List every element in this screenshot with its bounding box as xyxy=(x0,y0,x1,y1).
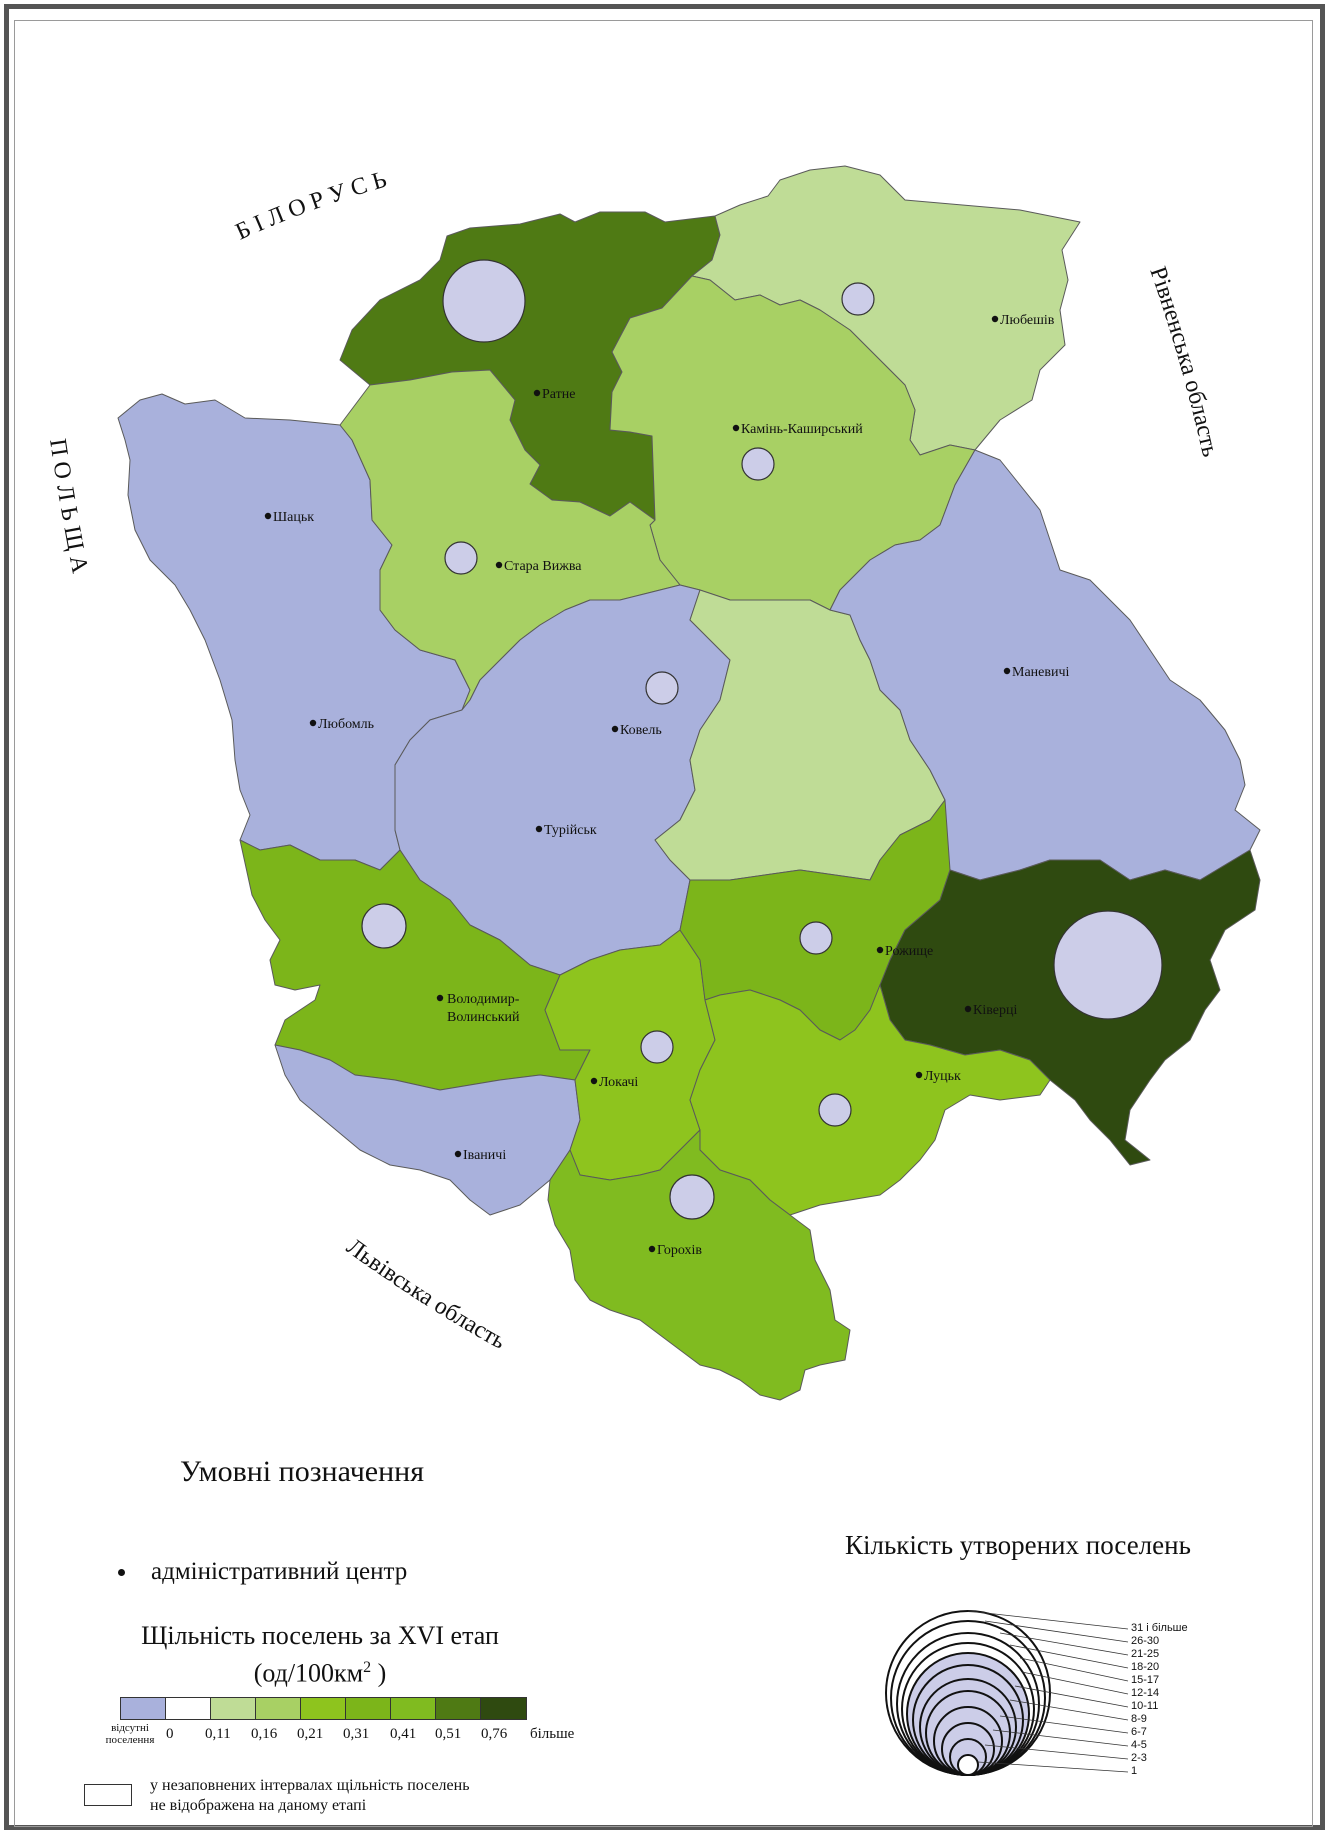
count-circle-kivertsi xyxy=(1053,910,1163,1020)
scale-swatch-1 xyxy=(166,1698,211,1719)
count-legend-title: Кількість утворених поселень xyxy=(845,1530,1191,1560)
count-label-9: 4-5 xyxy=(1131,1739,1147,1751)
legend-admin-center: адміністративний центр xyxy=(118,1558,407,1586)
scale-label-3: 0,21 xyxy=(297,1726,324,1742)
scale-swatch-3 xyxy=(256,1698,301,1719)
town-dot xyxy=(454,1150,462,1158)
town-dot xyxy=(732,424,740,432)
town-dot xyxy=(964,1005,972,1013)
town-label-kivertsi: Ківерці xyxy=(973,1003,1017,1018)
town-label-turiysk: Турійськ xyxy=(544,823,597,838)
count-label-0: 31 і більше xyxy=(1131,1622,1188,1634)
count-label-1: 26-30 xyxy=(1131,1635,1160,1647)
scale-label-8: більше xyxy=(530,1726,575,1742)
scale-label-2: 0,16 xyxy=(251,1726,278,1742)
neighbor-north: Б І Л О Р У С Ь xyxy=(232,167,390,246)
town-label-volodymyr-2: Волинський xyxy=(447,1010,520,1025)
district-horokhiv xyxy=(547,1129,851,1401)
neighbor-east: Рівненська область xyxy=(1144,264,1223,460)
town-label-shatsk: Шацьк xyxy=(273,510,314,525)
town-dot xyxy=(436,994,444,1002)
town-label-horokhiv: Горохів xyxy=(657,1243,702,1258)
count-label-3: 18-20 xyxy=(1131,1661,1160,1673)
town-label-ratne: Ратне xyxy=(542,387,575,402)
town-dot xyxy=(495,561,503,569)
neighbor-west: П О Л Ь Щ А xyxy=(44,437,93,576)
density-legend-title: Щільність поселень за XVI етап (од/100км… xyxy=(100,1620,540,1690)
density-unit-line: (од/100км2 ) xyxy=(253,1658,387,1688)
scale-absent-label: відсутні поселення xyxy=(105,1722,155,1746)
count-circle-rozhyshche xyxy=(799,921,833,955)
town-label-rozhyshche: Рожище xyxy=(885,944,933,959)
town-label-stara-vyzhva: Стара Вижва xyxy=(504,559,582,574)
town-dot xyxy=(309,719,317,727)
town-dot xyxy=(876,946,884,954)
scale-swatch-7 xyxy=(436,1698,481,1719)
neighbor-south: Львівська область xyxy=(341,1234,510,1355)
town-dot xyxy=(611,725,619,733)
town-label-kovel: Ковель xyxy=(620,723,662,738)
scale-swatch-8 xyxy=(481,1698,526,1719)
empty-interval-note: у незаповнених інтервалах щільність посе… xyxy=(150,1777,470,1814)
count-circle-kovel xyxy=(645,671,679,705)
admin-center-label: адміністративний центр xyxy=(151,1558,408,1585)
count-circle-lutsk xyxy=(818,1093,852,1127)
town-dot xyxy=(590,1077,598,1085)
town-label-volodymyr-1: Володимир- xyxy=(447,992,520,1007)
town-label-lokachi: Локачі xyxy=(599,1075,638,1090)
town-dot xyxy=(648,1245,656,1253)
town-label-manevychi: Маневичі xyxy=(1012,665,1070,680)
count-circle-ratne xyxy=(442,259,526,343)
scale-swatch-6 xyxy=(391,1698,436,1719)
scale-label-7: 0,76 xyxy=(481,1726,508,1742)
count-label-4: 15-17 xyxy=(1131,1674,1160,1686)
town-dot xyxy=(535,825,543,833)
admin-center-dot-icon xyxy=(118,1568,125,1576)
count-circle-stara-vyzhva xyxy=(444,541,478,575)
outer-frame xyxy=(4,4,1325,1830)
count-circle-horokhiv xyxy=(669,1174,715,1220)
town-label-lubeshiv: Любешів xyxy=(1000,313,1055,328)
count-legend-leaders xyxy=(967,1610,1129,1773)
count-label-5: 12-14 xyxy=(1131,1687,1160,1699)
count-circle-volodymyr xyxy=(361,903,407,949)
town-dot xyxy=(264,512,272,520)
scale-label-0: 0 xyxy=(166,1726,174,1742)
count-label-6: 10-11 xyxy=(1131,1700,1159,1712)
town-label-ivanychi: Іваничі xyxy=(463,1148,506,1163)
count-label-8: 6-7 xyxy=(1131,1726,1147,1738)
count-circle-lokachi xyxy=(640,1030,674,1064)
town-dot xyxy=(915,1071,923,1079)
count-label-2: 21-25 xyxy=(1131,1648,1160,1660)
count-legend-circles xyxy=(885,1610,1051,1776)
scale-label-4: 0,31 xyxy=(343,1726,370,1742)
scale-swatch-2 xyxy=(211,1698,256,1719)
town-label-lutsk: Луцьк xyxy=(924,1069,961,1084)
count-circle-lubeshiv xyxy=(841,282,875,316)
count-label-11: 1 xyxy=(1131,1765,1138,1777)
scale-label-1: 0,11 xyxy=(205,1726,231,1742)
scale-swatch-0 xyxy=(121,1698,166,1719)
town-label-lubomil: Любомль xyxy=(318,717,374,732)
density-title-line: Щільність поселень за XVI етап xyxy=(141,1621,499,1650)
scale-swatch-4 xyxy=(301,1698,346,1719)
inner-frame xyxy=(14,20,1313,1827)
scale-label-5: 0,41 xyxy=(390,1726,417,1742)
town-dot xyxy=(1003,667,1011,675)
count-circle-kamin xyxy=(741,447,775,481)
town-dot xyxy=(991,315,999,323)
scale-swatch-5 xyxy=(346,1698,391,1719)
count-label-7: 8-9 xyxy=(1131,1713,1147,1725)
town-dot xyxy=(533,389,541,397)
legend-title: Умовні позначення xyxy=(180,1455,425,1488)
density-color-scale xyxy=(120,1697,527,1720)
town-label-kamin: Камінь-Каширський xyxy=(741,422,863,437)
count-label-10: 2-3 xyxy=(1131,1752,1147,1764)
empty-interval-box xyxy=(84,1784,132,1806)
scale-label-6: 0,51 xyxy=(435,1726,462,1742)
